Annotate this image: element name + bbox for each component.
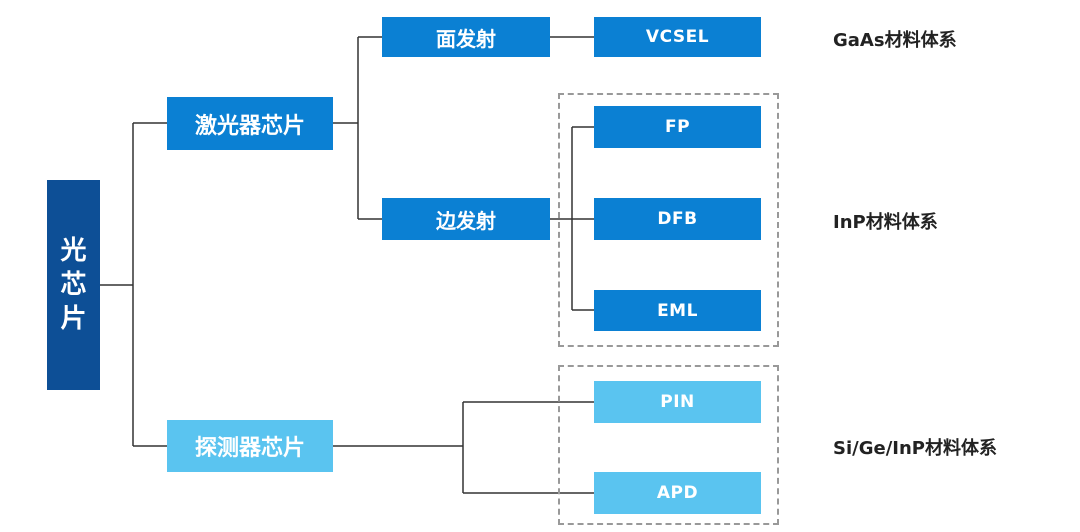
node-detector-chip: 探测器芯片 <box>167 420 333 472</box>
root-node-optical-chip: 光 芯 片 <box>47 180 100 390</box>
node-apd: APD <box>594 472 761 514</box>
node-eml: EML <box>594 290 761 331</box>
material-label-si-ge-inp: Si/Ge/InP材料体系 <box>833 438 997 459</box>
node-edge-emission: 边发射 <box>382 198 550 240</box>
node-vcsel: VCSEL <box>594 17 761 57</box>
inp-group-dashed-frame <box>558 93 779 347</box>
node-pin: PIN <box>594 381 761 423</box>
material-label-inp: InP材料体系 <box>833 212 938 233</box>
material-label-gaas: GaAs材料体系 <box>833 30 957 51</box>
root-char-1: 光 <box>60 236 87 266</box>
root-char-2: 芯 <box>60 270 87 300</box>
node-fp: FP <box>594 106 761 148</box>
node-surface-emission: 面发射 <box>382 17 550 57</box>
detector-group-dashed-frame <box>558 365 779 525</box>
root-char-3: 片 <box>60 304 87 334</box>
node-dfb: DFB <box>594 198 761 240</box>
node-laser-chip: 激光器芯片 <box>167 97 333 150</box>
